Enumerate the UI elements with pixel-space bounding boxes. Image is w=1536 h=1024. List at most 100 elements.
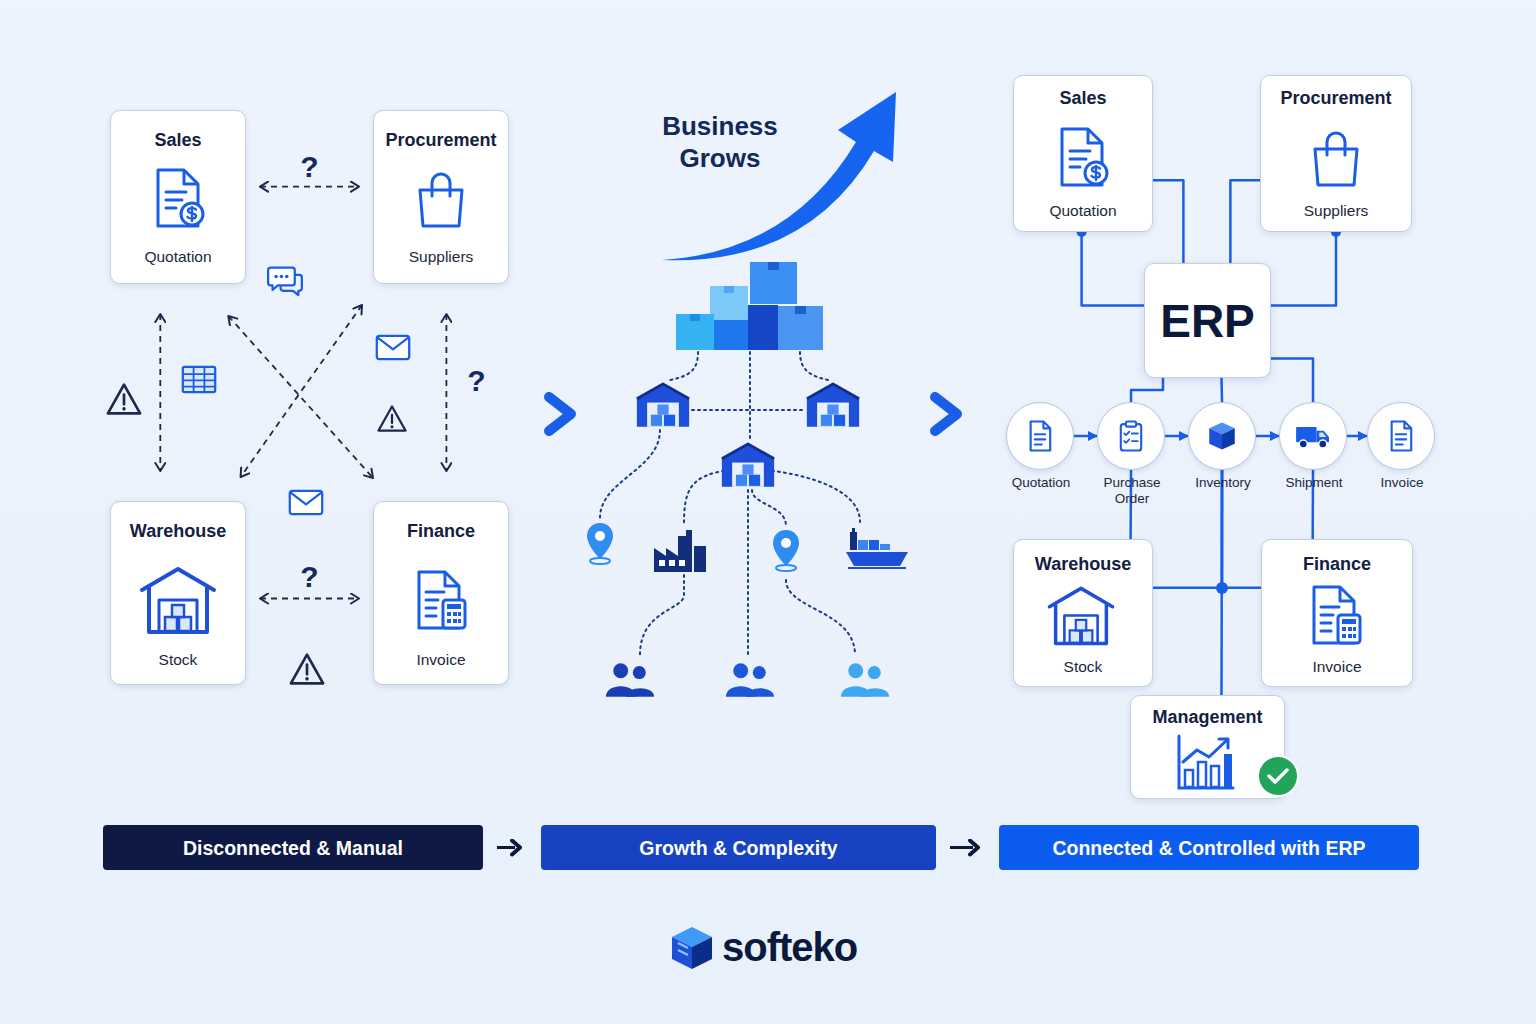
department-box: ProcurementSuppliers [1260,75,1412,232]
dashed-connector [260,186,359,188]
icon-part [749,352,751,440]
warehouse-filled-icon [722,444,774,487]
warehouse-filled-icon [637,384,689,427]
icon-part [750,262,797,304]
flow-connector [1271,358,1313,402]
flow-connector [1347,435,1367,438]
stage-band: Connected & Controlled with ERP [999,825,1419,870]
flow-connector [1131,378,1163,402]
stage-band: Growth & Complexity [541,825,936,870]
warehouse-icon [1050,588,1113,643]
flow-connector [1230,180,1260,263]
flow-connector [1074,435,1097,438]
band-label: Connected & Controlled with ERP [1052,836,1365,860]
box-heading: Procurement [1261,87,1411,109]
edge-label: ? [300,150,318,184]
step-label: Shipment [1269,475,1359,491]
step-label: Quotation [996,475,1086,491]
department-box: FinanceInvoice [373,501,509,685]
box-heading: Finance [1262,553,1412,575]
location-pin-icon [587,523,613,564]
icon-part [766,470,860,522]
icon-part [800,352,828,380]
factory-icon [654,530,706,572]
headline-label: Business Grows [640,110,800,174]
icon-part [752,490,786,526]
warning-icon [379,407,406,431]
box-subtitle: Quotation [1014,201,1152,221]
flow-connector [1271,232,1336,306]
chart-icon [1179,736,1233,788]
stage-arrow [950,846,973,849]
flow-connector [1165,435,1188,438]
management-box: Management [1130,695,1285,799]
check-badge [1258,756,1298,796]
edge-label: ? [300,560,318,594]
erp-label: ERP [1160,295,1255,347]
process-step-circle: Purchase Order [1097,402,1165,470]
box-subtitle: Stock [1014,657,1152,677]
stage-arrow [497,846,515,849]
quotation-icon [158,170,203,226]
icon-part [692,409,805,411]
quotation-icon [1062,129,1107,185]
chat-icon [268,268,302,296]
people-icon [606,663,654,696]
box-heading: Management [1131,706,1284,728]
band-label: Disconnected & Manual [183,836,403,860]
flow-connector [1220,378,1223,402]
box-subtitle: Stock [111,650,245,670]
department-box: WarehouseStock [1013,539,1153,687]
icon-part [748,305,778,350]
process-step-circle: Shipment [1279,402,1347,470]
icon-part [676,314,714,350]
icon-part [778,306,823,350]
dashed-connector [228,316,373,478]
step-label: Inventory [1178,475,1268,491]
warehouse-filled-icon [807,384,859,427]
flow-connector [1082,232,1144,306]
department-box: FinanceInvoice [1261,539,1413,687]
warning-icon [291,655,323,684]
department-box: ProcurementSuppliers [373,110,509,284]
inventory-cube-icon [1209,422,1235,449]
box-subtitle: Invoice [1262,657,1412,677]
department-box: SalesQuotation [110,110,246,284]
box-subtitle: Suppliers [374,247,508,267]
flow-connector [1153,180,1183,263]
document-icon [1031,422,1051,451]
icon-part [600,430,660,518]
icon-part [710,286,748,322]
icon-part [690,314,700,321]
icon-part [768,262,779,270]
box-heading: Warehouse [1014,553,1152,575]
department-box: WarehouseStock [110,501,246,685]
department-box: SalesQuotation [1013,75,1153,232]
band-label: Growth & Complexity [639,836,837,860]
warehouse-icon [142,569,214,632]
icon-part [747,490,749,655]
box-heading: Sales [1014,87,1152,109]
process-step-circle: Quotation [1006,402,1074,470]
logo-icon [672,927,712,969]
box-subtitle: Quotation [111,247,245,267]
panel-chevron [549,397,571,431]
icon-part [714,320,750,350]
bag-icon [420,174,462,226]
clipboard-icon [1121,422,1141,451]
box-heading: Procurement [374,129,508,151]
location-pin-icon [773,530,799,571]
document-icon [1392,422,1412,451]
box-subtitle: Suppliers [1261,201,1411,221]
process-step-circle: Invoice [1367,402,1435,470]
warning-icon [108,385,140,414]
stage-band: Disconnected & Manual [103,825,483,870]
erp-hub: ERP [1144,263,1271,378]
icon-part [684,470,730,524]
invoice-icon [419,572,465,628]
flow-connector [1256,435,1279,438]
junction-dot [1216,582,1228,594]
